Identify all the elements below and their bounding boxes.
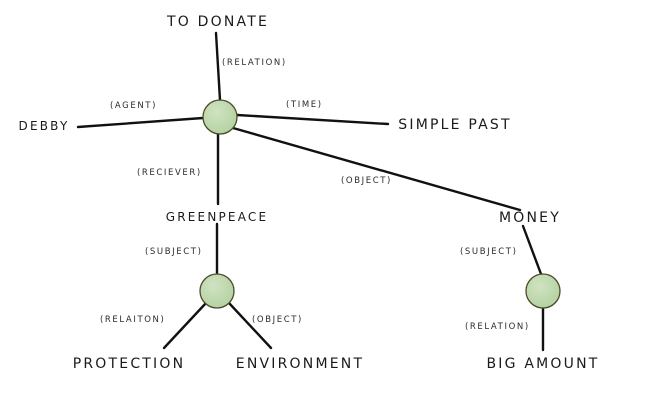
node-label-debby: Debby <box>18 115 70 135</box>
edge-reciever-gp-label: (RECIEVER) <box>137 168 202 178</box>
edge-relation-bigamt-label: (RELATION) <box>465 322 530 332</box>
node-label-simple-past: SIMPLE PAST <box>398 117 512 133</box>
edge-subject-money <box>521 224 543 276</box>
edge-object-money-label: (OBJECT) <box>341 176 392 186</box>
hub-greenpeace[interactable] <box>199 273 235 309</box>
edge-relation-donate-label: (RELATION) <box>222 58 287 68</box>
edge-time-simple-past-label: (TIME) <box>286 100 323 110</box>
edge-object-env <box>227 301 273 350</box>
hub-donate[interactable] <box>202 99 238 135</box>
node-label-money: MONEY <box>499 210 561 226</box>
edge-object-env-label: (OBJECT) <box>252 315 303 325</box>
edge-relation-donate <box>214 31 222 102</box>
hub-circles <box>199 99 561 309</box>
edge-subject-gp-label: (SUBJECT) <box>145 247 203 257</box>
edge-object-money <box>231 126 522 212</box>
node-label-protection: PROTECTION <box>72 356 186 372</box>
edge-relaiton-prot-label: (RELAITON) <box>100 315 166 325</box>
edge-relaiton-prot <box>162 301 208 350</box>
edge-agent-debby <box>76 116 205 129</box>
node-label-big-amount: BIG AMOUNT <box>486 356 600 372</box>
node-label-to-donate: TO DONATE <box>167 14 269 30</box>
edge-lines <box>76 31 545 352</box>
edge-agent-debby-label: (AGENT) <box>110 101 158 111</box>
hub-money[interactable] <box>525 273 561 309</box>
edge-subject-money-label: (SUBJECT) <box>460 247 518 257</box>
node-label-greenpeace: Greenpeace <box>165 206 269 226</box>
node-label-environment: ENVIRONMENT <box>235 356 365 372</box>
edge-time-simple-past <box>235 113 390 126</box>
